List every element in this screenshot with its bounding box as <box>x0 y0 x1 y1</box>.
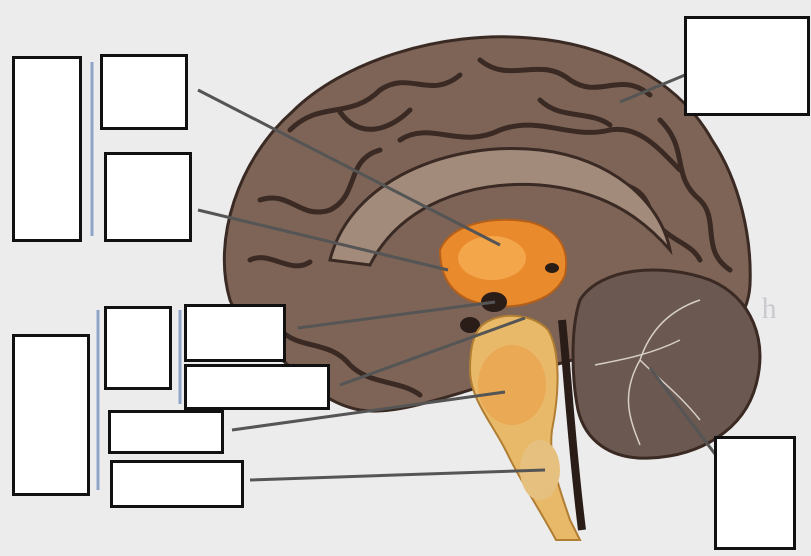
answer-box-left-bottom-b[interactable] <box>184 304 286 362</box>
answer-box-left-top-outer[interactable] <box>12 56 82 242</box>
answer-box-left-bottom-d[interactable] <box>108 410 224 454</box>
answer-box-left-bottom-e[interactable] <box>110 460 244 508</box>
pons <box>478 345 546 425</box>
thalamus <box>458 236 526 280</box>
answer-box-right-bottom[interactable] <box>714 436 796 550</box>
answer-box-left-bottom-outer[interactable] <box>12 334 90 496</box>
answer-box-right-top[interactable] <box>684 16 810 116</box>
answer-box-left-bottom-c[interactable] <box>184 364 330 410</box>
answer-box-left-top-b[interactable] <box>104 152 192 242</box>
answer-box-left-top-a[interactable] <box>100 54 188 130</box>
answer-box-left-bottom-a[interactable] <box>104 306 172 390</box>
